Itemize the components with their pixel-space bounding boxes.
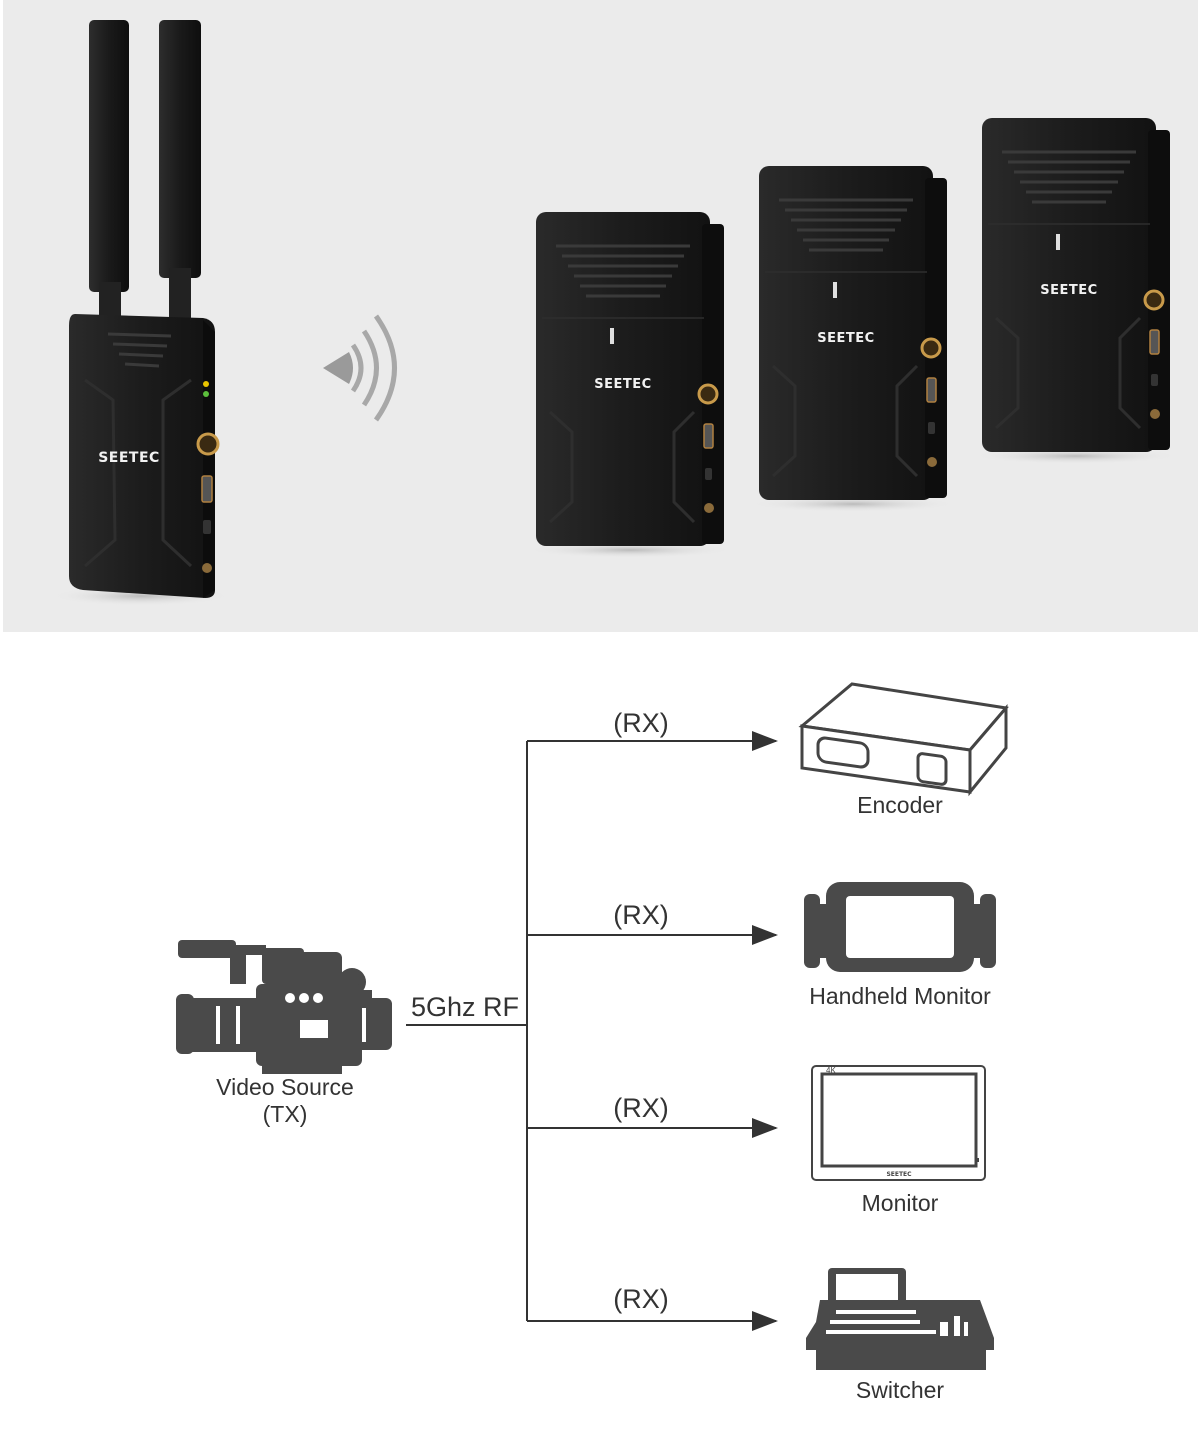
product-hero: SEETEC SEETEC SEETEC SEETEC	[3, 0, 1198, 632]
antenna-left	[89, 20, 129, 292]
wireless-signal-icon	[323, 314, 397, 422]
video-source-sublabel: (TX)	[263, 1101, 308, 1127]
rx-label-4: (RX)	[613, 1284, 669, 1314]
rx-label-3: (RX)	[613, 1093, 669, 1123]
branch-3: (RX) Monitor	[527, 1093, 939, 1216]
receiver-brand-3: SEETEC	[1040, 283, 1097, 298]
device-label-1: Encoder	[857, 792, 943, 818]
device-label-3: Monitor	[862, 1190, 939, 1216]
product-photo: SEETEC SEETEC SEETEC SEETEC	[51, 20, 1180, 606]
video-camera-icon	[176, 940, 392, 1074]
topology-diagram: Video Source (TX) 5Ghz RF (RX)Encoder(RX…	[0, 632, 1200, 1424]
branch-1: (RX) Encoder	[527, 708, 943, 818]
antenna-right	[159, 20, 201, 278]
device-label-2: Handheld Monitor	[809, 983, 991, 1009]
handheld-monitor-icon	[804, 882, 996, 972]
branch-4: (RX) Switcher	[527, 1284, 944, 1403]
receiver-unit-2: SEETEC	[749, 166, 957, 512]
monitor-icon: 4K SEETEC	[811, 1065, 986, 1181]
receiver-brand-1: SEETEC	[594, 377, 651, 392]
receiver-unit-1: SEETEC	[526, 212, 734, 558]
transmitter-brand: SEETEC	[98, 450, 160, 466]
receiver-unit-3: SEETEC	[972, 118, 1180, 464]
device-label-4: Switcher	[856, 1377, 945, 1403]
rf-link-label: 5Ghz RF	[411, 992, 519, 1022]
receiver-brand-2: SEETEC	[817, 331, 874, 346]
topology-svg: Video Source (TX) 5Ghz RF (RX)Encoder(RX…	[176, 682, 1009, 1403]
switcher-icon	[806, 1268, 994, 1370]
transmitter-unit: SEETEC	[51, 20, 231, 606]
encoder-icon	[798, 682, 1009, 797]
rx-label-2: (RX)	[613, 900, 669, 930]
monitor-brand: SEETEC	[886, 1171, 912, 1178]
branch-2: (RX) Handheld Monitor	[527, 900, 991, 1009]
rx-label-1: (RX)	[613, 708, 669, 738]
monitor-badge: 4K	[826, 1066, 836, 1075]
video-source-label: Video Source	[216, 1074, 354, 1100]
